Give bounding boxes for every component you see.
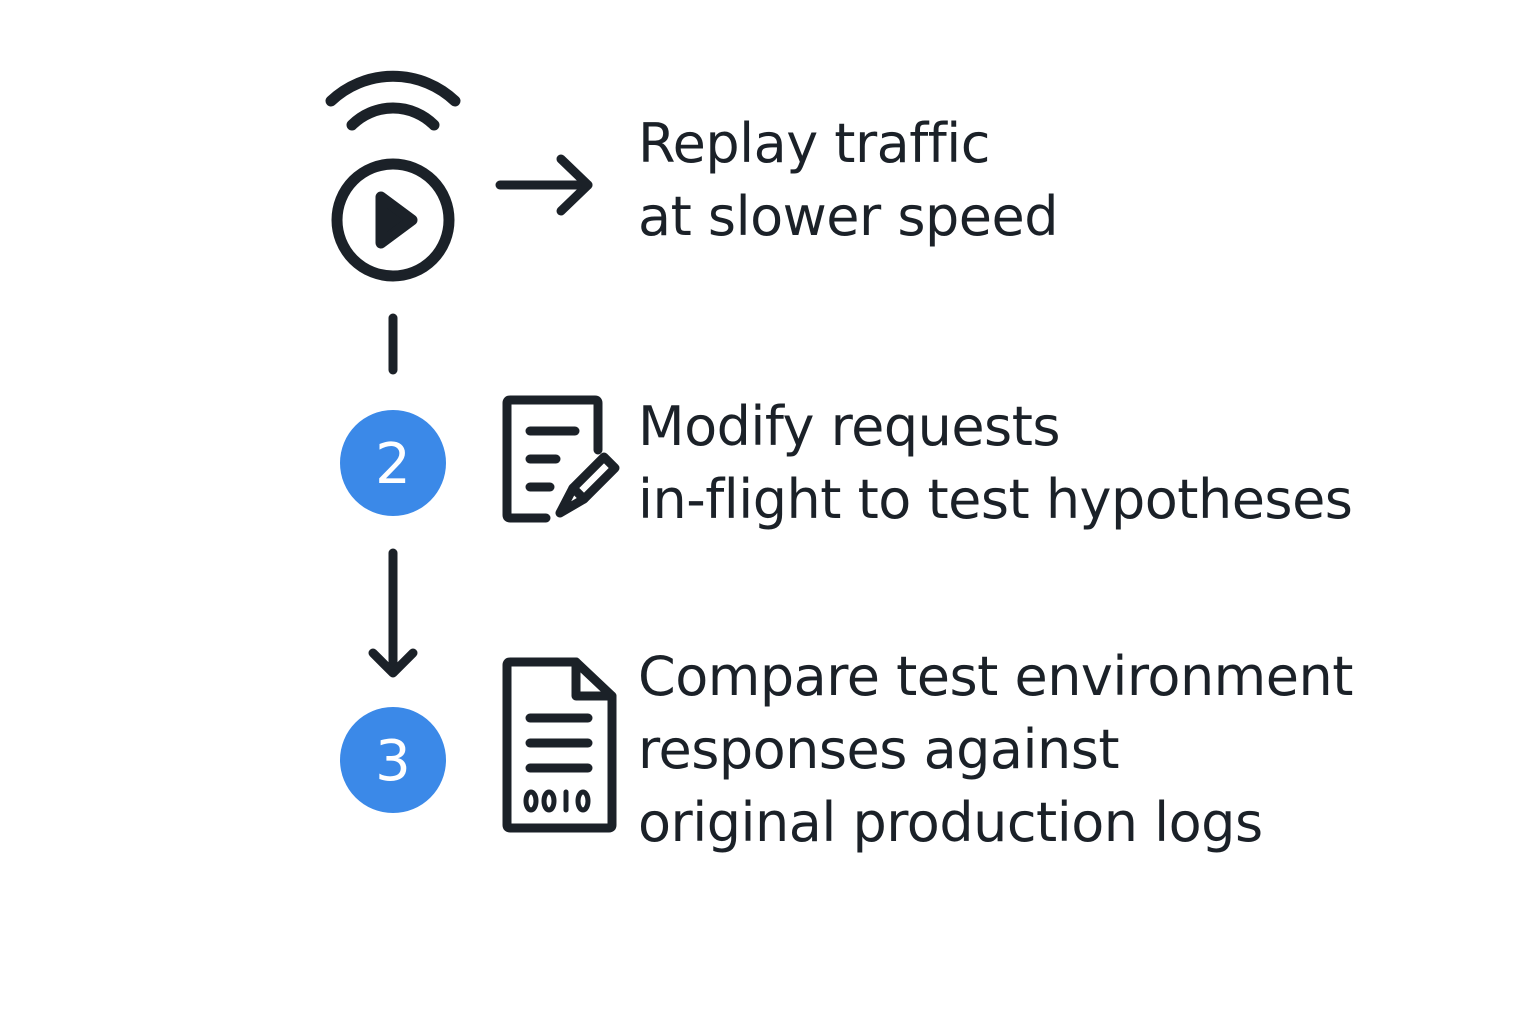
step-2-text: Modify requests in-flight to test hypoth…: [638, 390, 1353, 536]
step-3-line-2: responses against: [638, 718, 1120, 781]
step-number-3: 3: [375, 729, 411, 794]
step-3-text: Compare test environment responses again…: [638, 640, 1353, 859]
step-badge-2: 2: [340, 410, 446, 516]
step-3-line-3: original production logs: [638, 791, 1263, 854]
step-2-line-1: Modify requests: [638, 395, 1061, 458]
replay-play-icon: [325, 70, 461, 282]
step-2-line-2: in-flight to test hypotheses: [638, 468, 1353, 531]
step-1-line-1: Replay traffic: [638, 112, 991, 175]
step-3-line-1: Compare test environment: [638, 645, 1353, 708]
play-triangle: [375, 191, 418, 249]
play-circle: [331, 158, 455, 282]
down-arrow-icon: [368, 548, 418, 678]
signal-wave-outer: [325, 70, 461, 107]
binary-document-icon: [502, 657, 617, 833]
edit-document-icon: [502, 395, 620, 523]
step-badge-3: 3: [340, 707, 446, 813]
right-arrow-icon: [495, 154, 593, 216]
step-number-2: 2: [375, 432, 411, 497]
signal-wave-inner: [346, 102, 440, 131]
step-1-text: Replay traffic at slower speed: [638, 107, 1059, 253]
step-1-line-2: at slower speed: [638, 185, 1059, 248]
